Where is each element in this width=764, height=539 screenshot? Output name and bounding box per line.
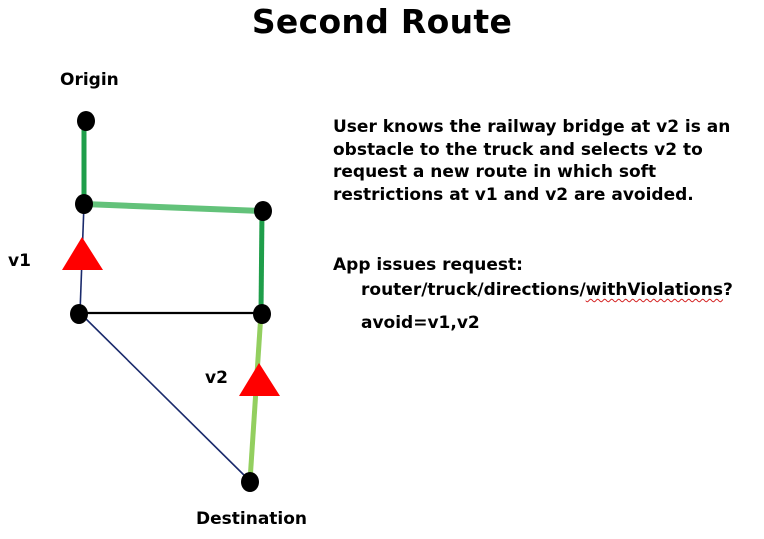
edge-right-mid-to-destination (247, 312, 264, 482)
junction-node-dot-icon[interactable] (75, 194, 93, 214)
right-mid-node-dot-icon[interactable] (253, 304, 271, 324)
v1-label: v1 (8, 251, 31, 271)
edge-left-mid-to-destination (79, 312, 251, 482)
edge-junction-to-right-top (83, 201, 263, 214)
edge-right-top-to-right-mid (258, 210, 265, 314)
right-top-node-dot-icon[interactable] (254, 201, 272, 221)
v2-label: v2 (205, 368, 228, 388)
origin-label: Origin (60, 70, 119, 90)
request-path-prefix: router/truck/directions/ (361, 280, 586, 300)
request-path-flagged-word: withViolations (585, 280, 723, 300)
destination-label: Destination (196, 509, 308, 529)
description-text: User knows the railway bridge at v2 is a… (333, 116, 753, 206)
request-heading: App issues request: (333, 255, 523, 275)
description-paragraph: User knows the railway bridge at v2 is a… (333, 117, 731, 205)
request-path: router/truck/directions/withViolations? (361, 280, 733, 300)
left-mid-node-dot-icon[interactable] (70, 304, 88, 324)
request-path-suffix: ? (722, 280, 733, 300)
restriction-triangle-icon[interactable] (62, 237, 103, 270)
slide-title: Second Route (251, 2, 513, 41)
origin-node-dot-icon[interactable] (77, 111, 95, 131)
restriction-triangle-icon[interactable] (239, 363, 280, 396)
destination-node-dot-icon[interactable] (241, 472, 259, 492)
request-query: avoid=v1,v2 (361, 313, 480, 333)
